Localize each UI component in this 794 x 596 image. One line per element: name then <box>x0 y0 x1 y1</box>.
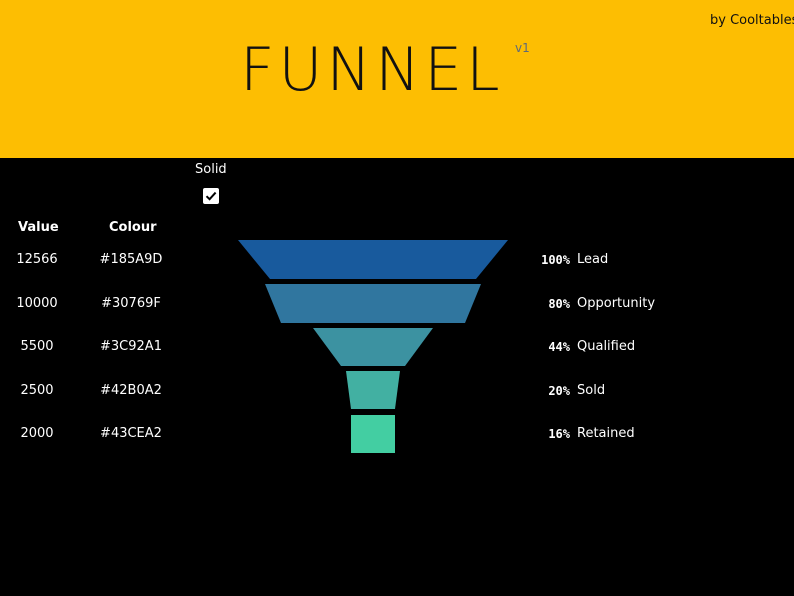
stage-label: Qualified <box>577 339 636 354</box>
value-cell[interactable]: 5500 <box>20 339 54 354</box>
solid-label: Solid <box>195 162 227 177</box>
colour-cell[interactable]: #43CEA2 <box>100 426 162 441</box>
value-cell[interactable]: 10000 <box>16 296 58 311</box>
percent-label: 80% <box>548 297 570 311</box>
colour-cell[interactable]: #185A9D <box>99 252 163 267</box>
value-cell[interactable]: 12566 <box>16 252 58 267</box>
checkmark-icon <box>205 191 217 201</box>
byline[interactable]: by Cooltables <box>710 13 794 28</box>
value-column-header: Value <box>18 220 59 235</box>
percent-label: 16% <box>548 427 570 441</box>
page-title: FUNNEL <box>240 35 504 105</box>
colour-column-header: Colour <box>109 220 157 235</box>
funnel-segment-opportunity <box>265 284 481 323</box>
stage-label: Sold <box>577 383 606 398</box>
stage-label: Opportunity <box>577 296 656 311</box>
value-cell[interactable]: 2000 <box>20 426 54 441</box>
colour-cell[interactable]: #30769F <box>101 296 161 311</box>
header-banner: by Cooltables FUNNEL v1 <box>0 0 794 158</box>
stage-label: Retained <box>577 426 635 441</box>
version-label: v1 <box>515 41 530 55</box>
stage-label: Lead <box>577 252 609 267</box>
percent-label: 100% <box>541 253 570 267</box>
value-cell[interactable]: 2500 <box>20 383 54 398</box>
percent-label: 20% <box>548 384 570 398</box>
colour-cell[interactable]: #42B0A2 <box>100 383 162 398</box>
funnel-segment-sold <box>346 371 400 409</box>
funnel-segment-qualified <box>313 328 433 366</box>
colour-cell[interactable]: #3C92A1 <box>100 339 162 354</box>
percent-label: 44% <box>548 340 570 354</box>
funnel-segment-lead <box>238 240 508 279</box>
funnel-segment-retained <box>351 415 395 453</box>
solid-checkbox[interactable] <box>203 188 219 204</box>
